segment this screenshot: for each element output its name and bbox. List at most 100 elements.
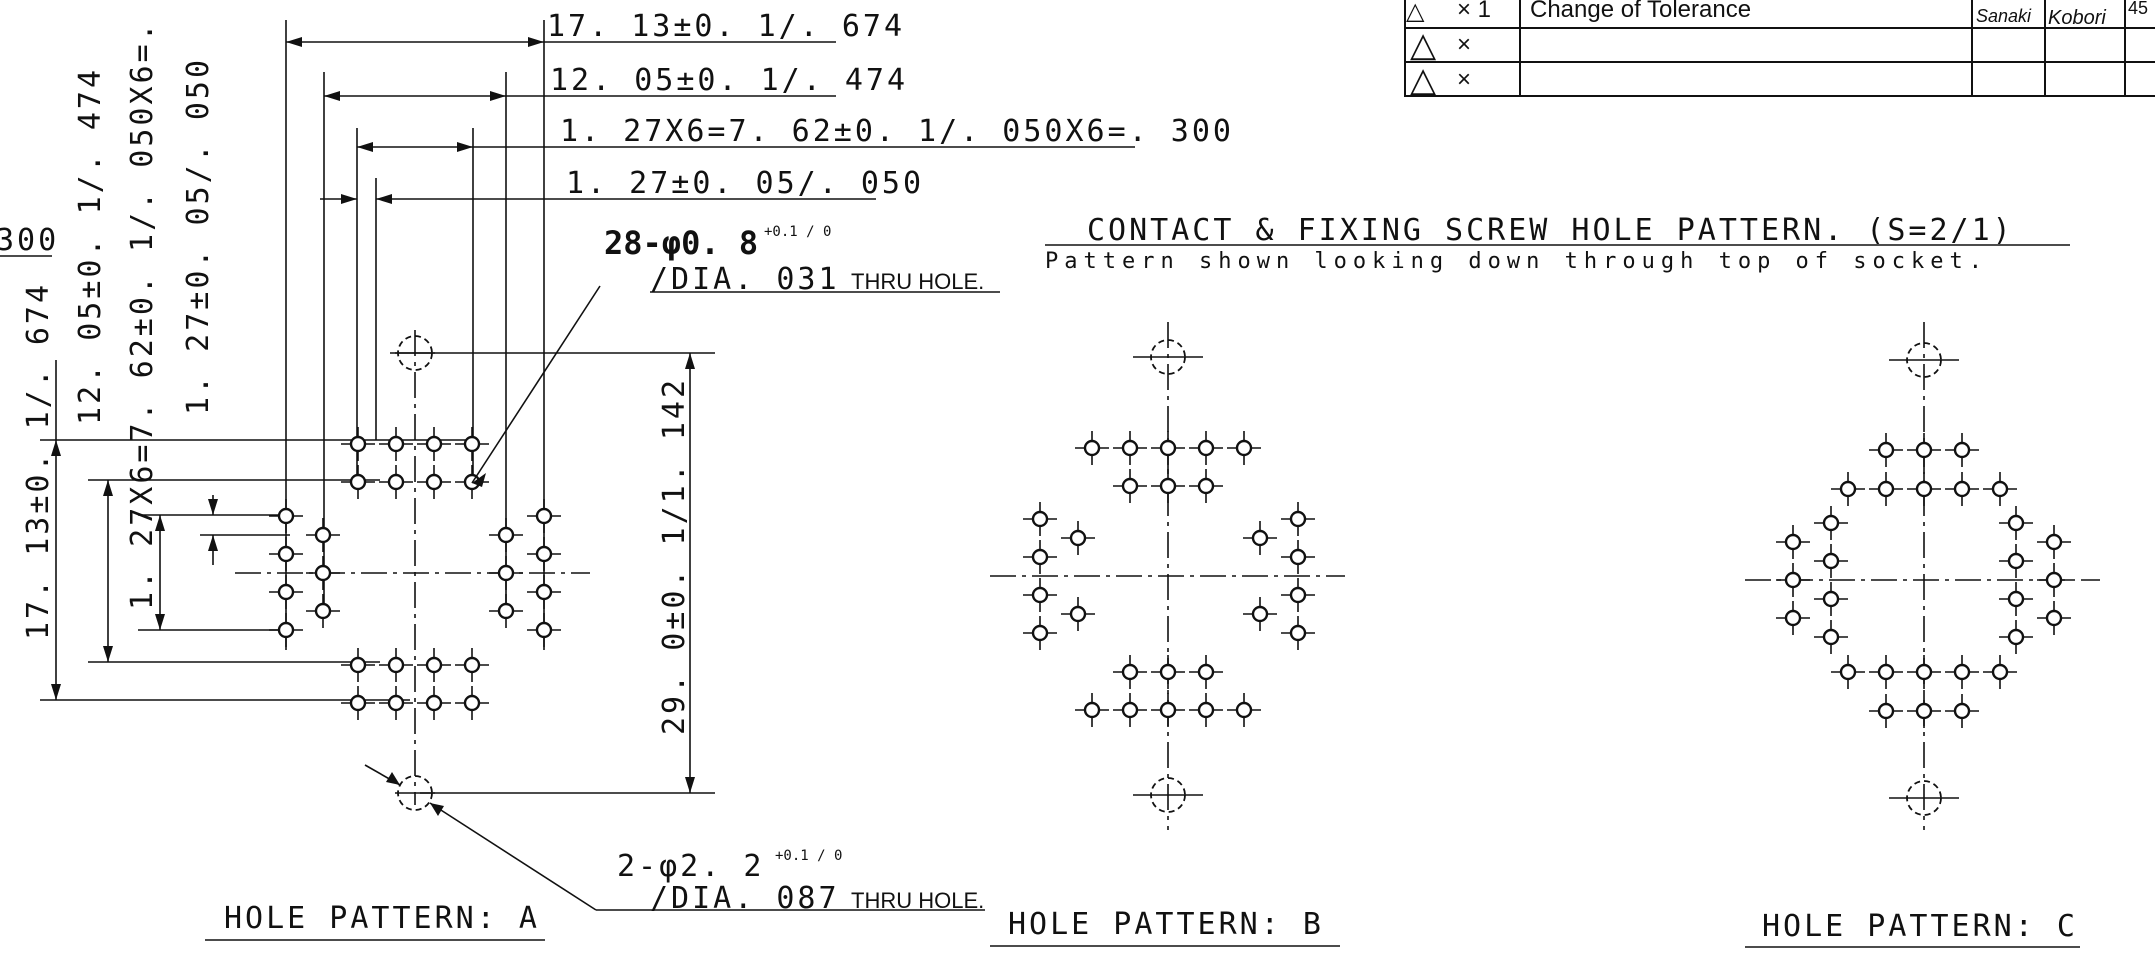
revision-table: △ × 1 Change of Tolerance Sanaki Kobori …: [1404, 0, 2155, 99]
dimension-vertical-127x6: 1. 27X6=7. 62±0. 1/. 050X6=. 300: [125, 0, 160, 610]
contact-hole: [1151, 431, 1185, 465]
contact-hole: [1061, 597, 1095, 631]
contact-hole: [1907, 472, 1941, 506]
contact-hole: [417, 648, 451, 682]
contact-hole: [1243, 521, 1277, 555]
contact-hole-count: 28-φ0. 8: [604, 224, 758, 262]
contact-hole: [1281, 578, 1315, 612]
contact-hole: [1869, 472, 1903, 506]
contact-hole: [1945, 433, 1979, 467]
contact-hole: [2037, 601, 2071, 635]
contact-hole: [1189, 431, 1223, 465]
revision-count-1: × 1: [1457, 0, 1491, 23]
contact-hole: [1999, 544, 2033, 578]
contact-hole: [379, 427, 413, 461]
contact-hole: [1869, 433, 1903, 467]
contact-hole: [489, 556, 523, 590]
contact-hole: [1945, 472, 1979, 506]
contact-hole: [1869, 694, 1903, 728]
vertical-dimensions: 17. 13±0. 1/. 674 12. 05±0. 1/. 474 1. 2…: [21, 0, 470, 701]
contact-hole: [1023, 616, 1057, 650]
contact-hole: [1151, 469, 1185, 503]
contact-hole: [341, 427, 375, 461]
contact-hole: [1281, 616, 1315, 650]
contact-hole: [1999, 506, 2033, 540]
contact-hole: [527, 613, 561, 647]
contact-hole: [269, 613, 303, 647]
contact-hole: [1113, 655, 1147, 689]
contact-hole: [1831, 655, 1865, 689]
contact-hole: [341, 686, 375, 720]
contact-hole: [527, 499, 561, 533]
contact-hole: [1227, 431, 1261, 465]
revision-signature-1: Sanaki: [1976, 6, 2032, 26]
height-dimension: 29. 0±0. 1/1. 142: [390, 352, 715, 794]
contact-hole: [1814, 544, 1848, 578]
screw-hole-callout: 2-φ2. 2 +0.1 / 0 /DIA. 087 THRU HOLE.: [364, 764, 985, 916]
contact-hole: [455, 648, 489, 682]
contact-hole: [1945, 694, 1979, 728]
contact-hole: [417, 686, 451, 720]
hole-pattern-a: [235, 330, 590, 811]
revision-digits-1: 45: [2128, 0, 2148, 18]
contact-hole: [1227, 693, 1261, 727]
contact-hole-tolerance: +0.1 / 0: [764, 224, 831, 240]
contact-hole: [1113, 469, 1147, 503]
contact-hole: [2037, 525, 2071, 559]
contact-hole: [1776, 525, 1810, 559]
contact-hole: [455, 686, 489, 720]
screw-hole-count: 2-φ2. 2: [617, 849, 764, 884]
revision-count-2: ×: [1457, 31, 1471, 58]
contact-hole: [1243, 597, 1277, 631]
contact-hole: [527, 575, 561, 609]
contact-hole: [1075, 693, 1109, 727]
contact-hole: [1776, 601, 1810, 635]
contact-hole: [1113, 431, 1147, 465]
dimension-width-17: 17. 13±0. 1/. 674: [547, 9, 905, 44]
contact-hole: [1151, 693, 1185, 727]
hole-pattern-c: [1745, 322, 2100, 830]
contact-hole: [1814, 620, 1848, 654]
dimension-width-127x6: 1. 27X6=7. 62±0. 1/. 050X6=. 300: [560, 114, 1234, 149]
contact-hole: [1814, 506, 1848, 540]
contact-hole: [1151, 655, 1185, 689]
contact-hole: [306, 594, 340, 628]
contact-hole: [455, 427, 489, 461]
contact-hole: [489, 594, 523, 628]
dimension-width-127: 1. 27±0. 05/. 050: [566, 166, 924, 201]
dimension-vertical-127: 1. 27±0. 05/. 050: [181, 57, 216, 415]
contact-hole: [341, 465, 375, 499]
contact-hole: [1113, 693, 1147, 727]
contact-hole-type: THRU HOLE.: [851, 269, 984, 294]
contact-hole: [379, 686, 413, 720]
contact-hole: [379, 648, 413, 682]
screw-hole-tolerance: +0.1 / 0: [775, 848, 842, 864]
dimension-width-12: 12. 05±0. 1/. 474: [550, 63, 908, 98]
contact-hole: [1189, 469, 1223, 503]
contact-hole: [269, 499, 303, 533]
contact-hole: [1869, 655, 1903, 689]
contact-hole: [269, 537, 303, 571]
revision-mark-1: △: [1406, 0, 1425, 25]
contact-hole: [417, 465, 451, 499]
revision-count-3: ×: [1457, 66, 1471, 93]
hole-pattern-b: [990, 322, 1345, 830]
contact-hole: [1907, 694, 1941, 728]
contact-hole: [527, 537, 561, 571]
contact-hole: [1945, 655, 1979, 689]
contact-hole: [1281, 502, 1315, 536]
contact-hole: [1189, 693, 1223, 727]
contact-hole: [341, 648, 375, 682]
revision-mark-3: △: [1410, 61, 1437, 99]
contact-hole: [306, 518, 340, 552]
revision-mark-2: △: [1410, 26, 1437, 64]
contact-hole-callout: 28-φ0. 8 +0.1 / 0 /DIA. 031 THRU HOLE.: [471, 224, 1000, 487]
contact-hole: [269, 575, 303, 609]
screw-hole-type: THRU HOLE.: [851, 888, 984, 913]
contact-hole: [1281, 540, 1315, 574]
contact-hole: [417, 427, 451, 461]
contact-hole: [306, 556, 340, 590]
contact-hole: [1907, 433, 1941, 467]
dimension-vertical-17: 17. 13±0. 1/. 674: [21, 282, 56, 640]
